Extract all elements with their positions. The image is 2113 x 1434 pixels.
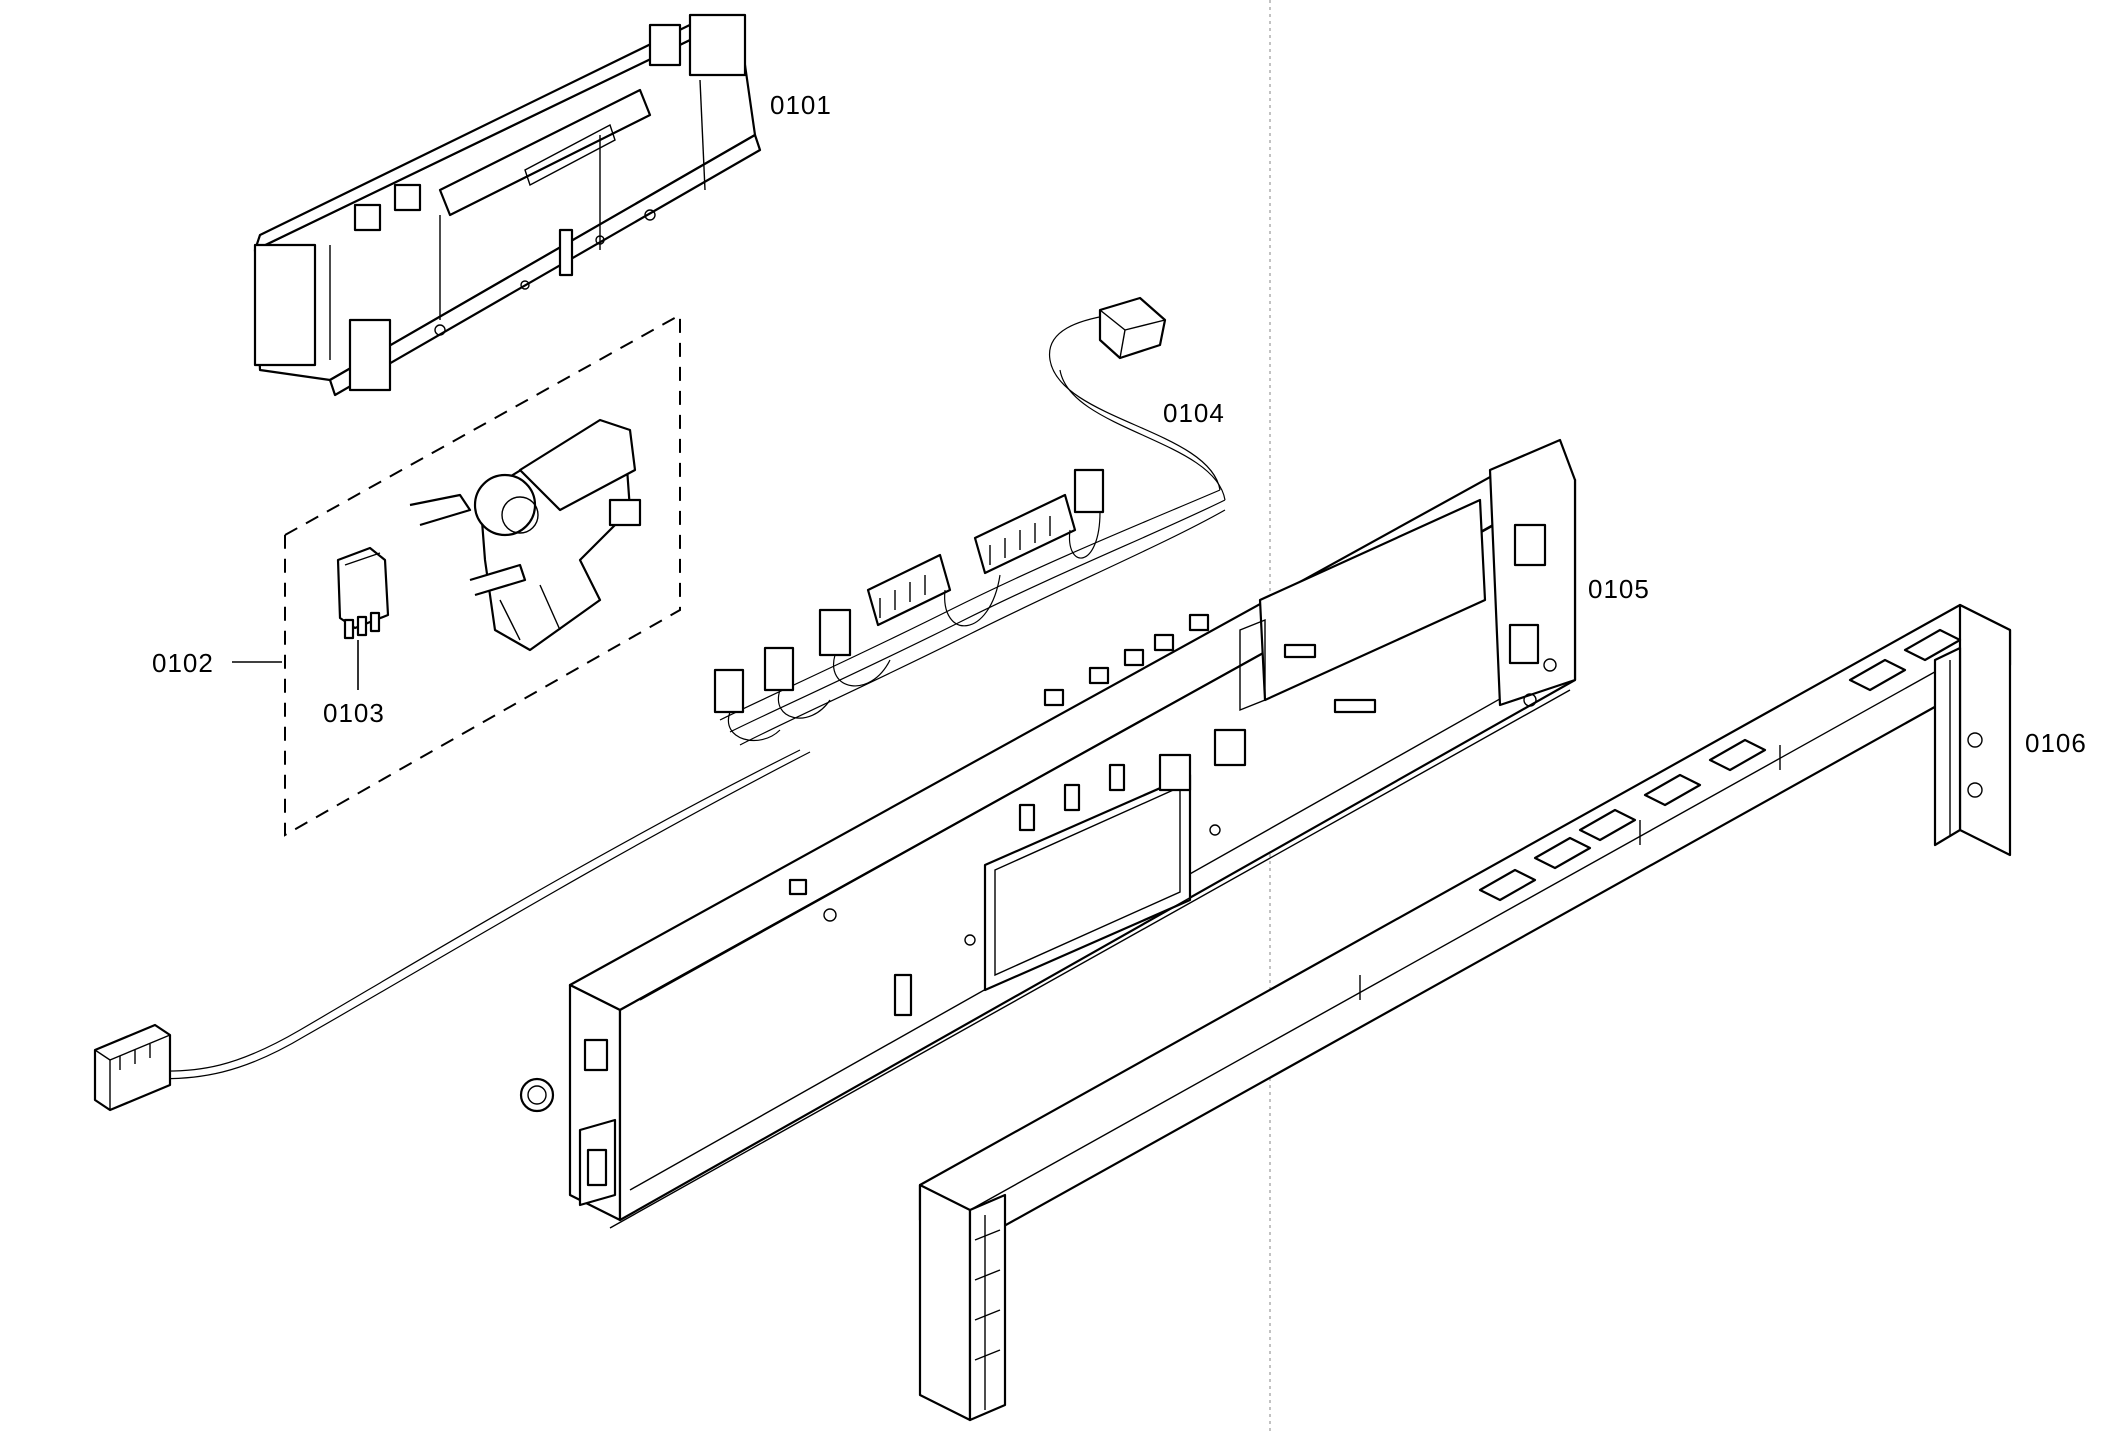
callout-0101: 0101: [770, 90, 832, 120]
harness-connector-4: [866, 553, 952, 627]
part-0104-wiring-harness: [93, 296, 1226, 1112]
part-0105-panel-housing: [519, 438, 1577, 1229]
part-0102-switch-assembly: [409, 418, 642, 652]
callout-0105: 0105: [1588, 574, 1650, 604]
part-0102-group-outline: [284, 313, 681, 837]
callout-0103: 0103: [323, 698, 385, 728]
part-0106-trim-frame: [918, 603, 2012, 1422]
harness-connector-6: [1073, 468, 1105, 514]
callout-0104: 0104: [1163, 398, 1225, 428]
callout-0106: 0106: [2025, 728, 2087, 758]
panel-window-display: [1258, 498, 1487, 702]
panel-window-large: [983, 773, 1192, 992]
callout-leaders: [232, 640, 359, 690]
harness-plug-left: [93, 1023, 172, 1112]
part-0101-control-module: [253, 13, 762, 397]
harness-connector-5: [973, 493, 1077, 575]
harness-connector-3: [818, 608, 852, 657]
callout-0102: 0102: [152, 648, 214, 678]
harness-connector-1: [713, 668, 745, 714]
part-0103-micro-switch: [336, 546, 390, 640]
harness-connector-2: [763, 646, 795, 692]
